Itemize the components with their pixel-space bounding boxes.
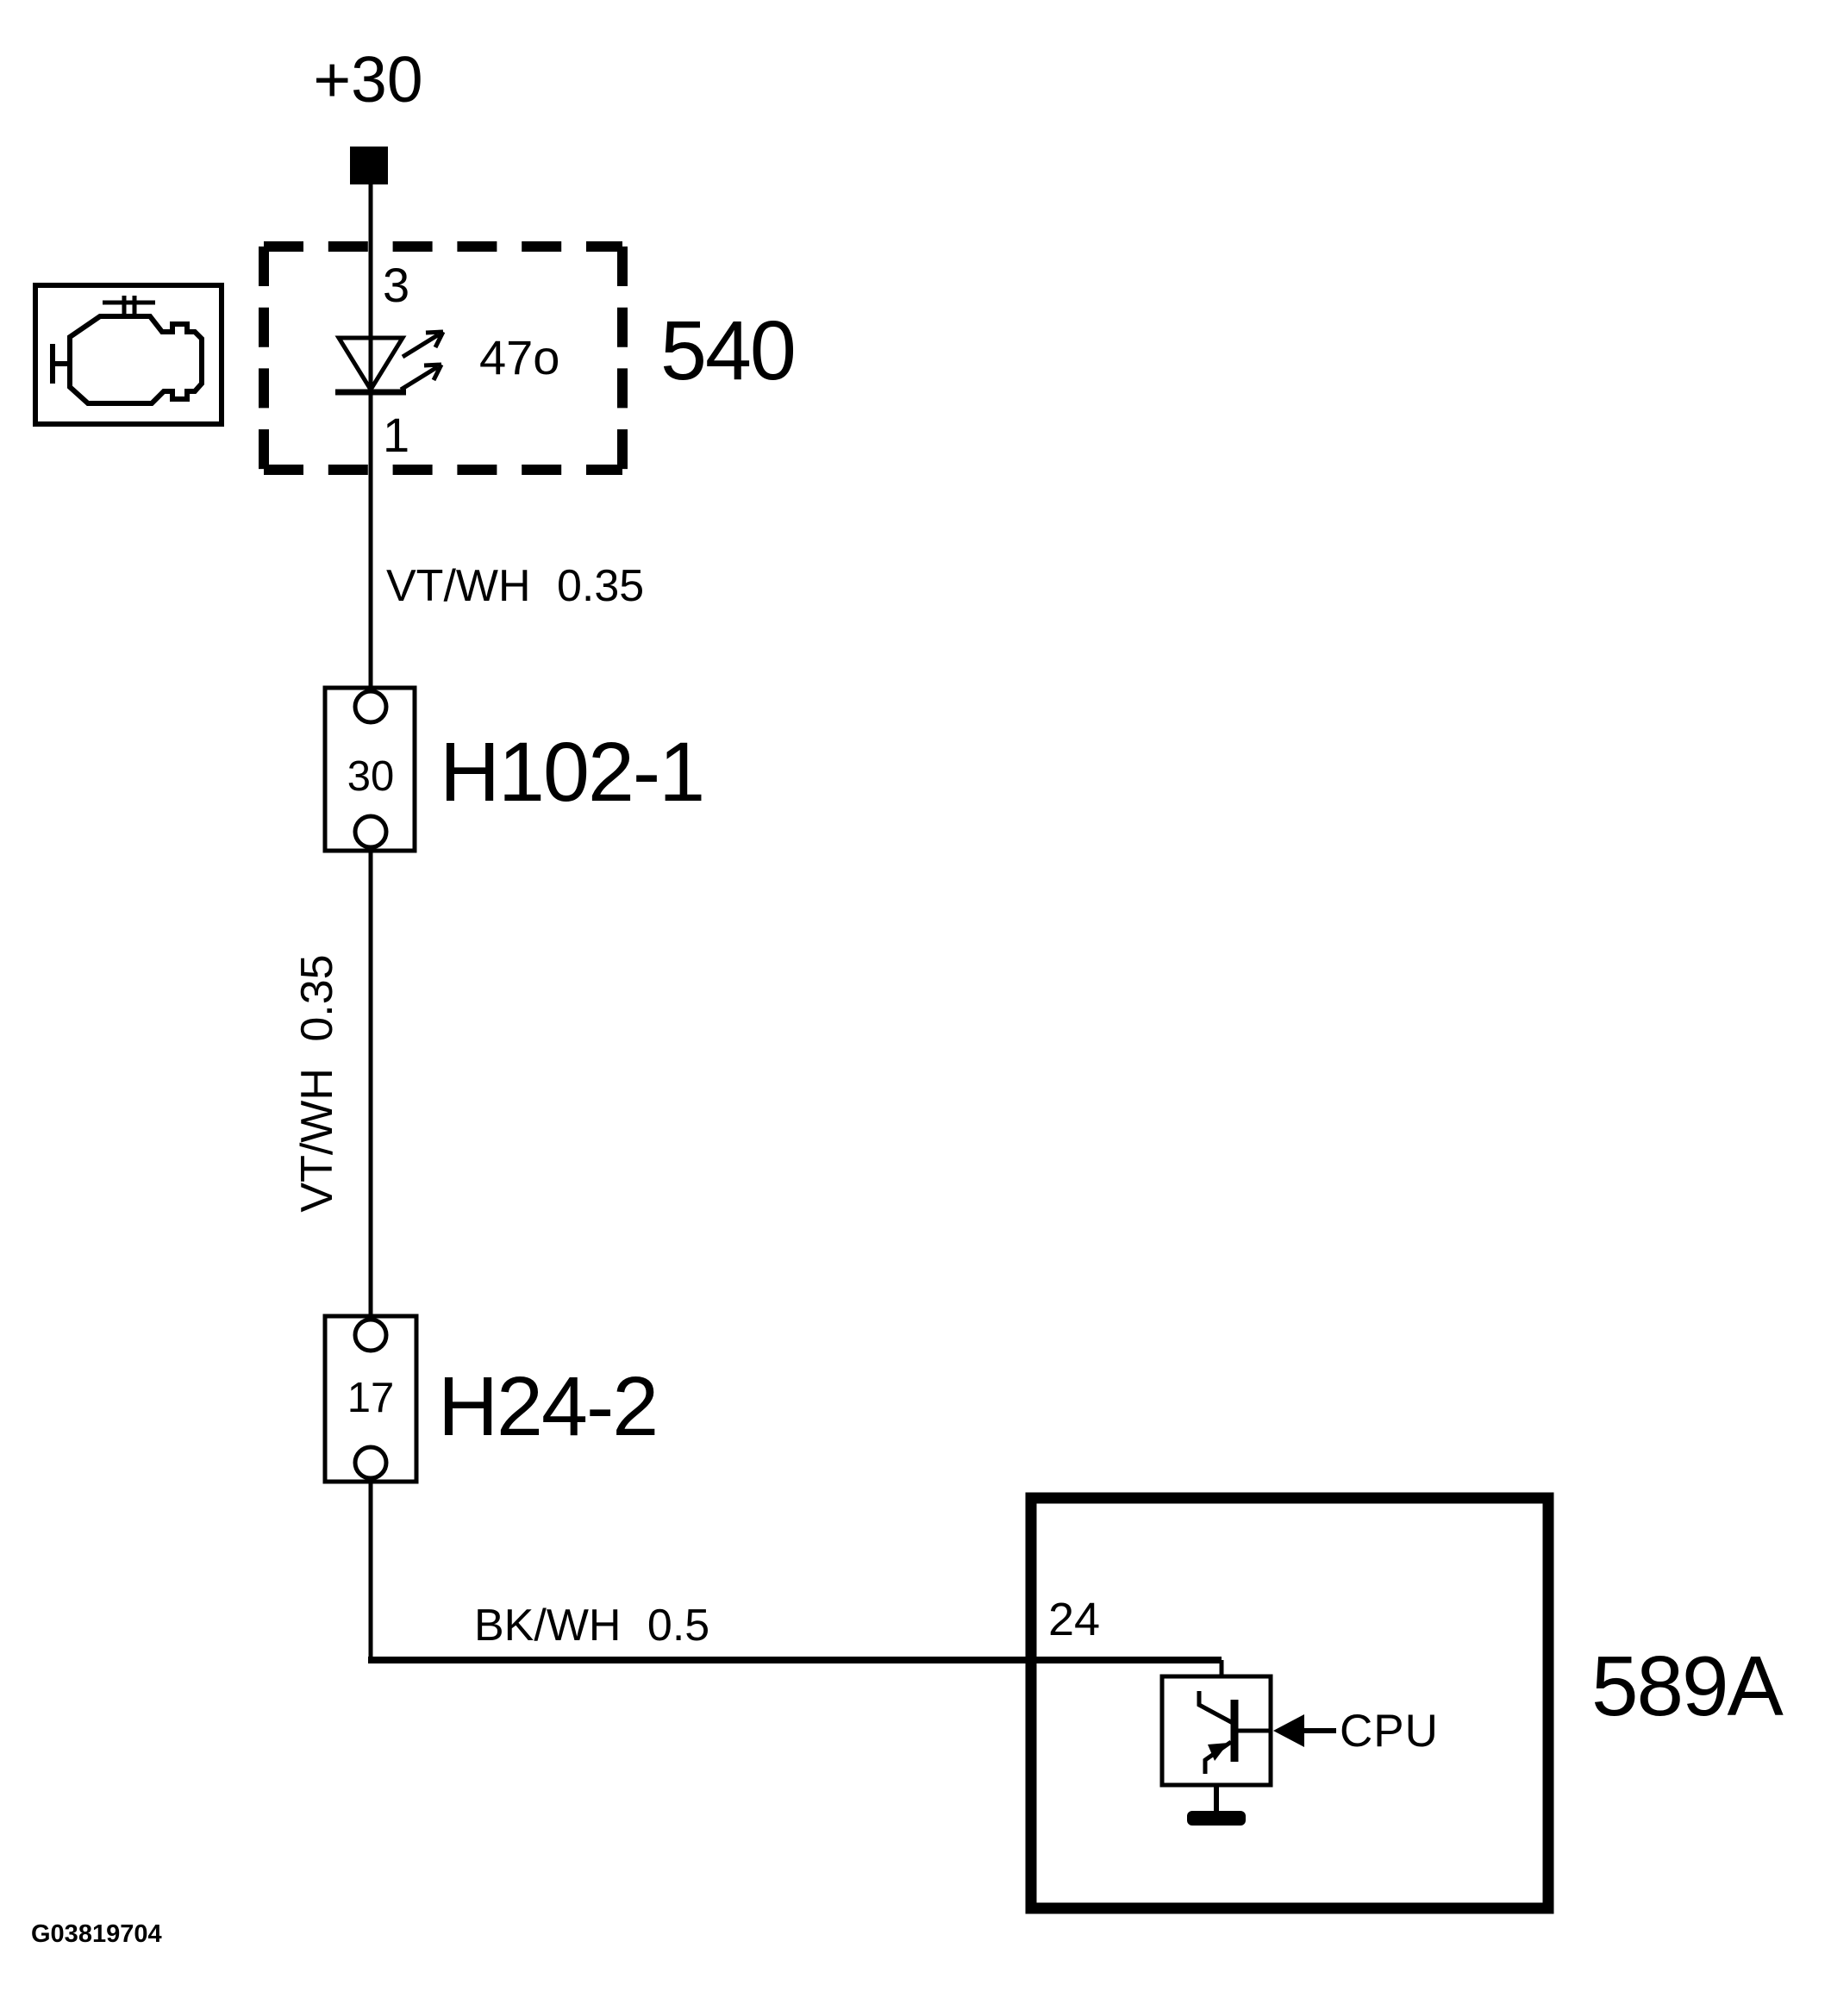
bulb-47o-label: 47o — [479, 330, 560, 384]
control-unit-589a-box — [1025, 1492, 1554, 1914]
connector-h102-1-symbol — [322, 685, 417, 853]
connector-h24-2-symbol — [322, 1314, 419, 1484]
h102-1-label: H102-1 — [440, 725, 705, 819]
pin-3-label: 3 — [383, 258, 410, 312]
component-589a-label: 589A — [1591, 1638, 1784, 1733]
wire-vtwh-label-1: VT/WH 0.35 — [386, 561, 645, 611]
cpu-label: CPU — [1340, 1706, 1439, 1757]
component-540-label: 540 — [660, 303, 797, 397]
pin-17-label: 17 — [347, 1375, 395, 1421]
cpu-arrow-icon — [1273, 1714, 1336, 1747]
ground-icon — [1187, 1785, 1246, 1826]
warning-lamp-box-540 — [259, 241, 628, 475]
wire-path — [368, 177, 1224, 1679]
wire-vtwh-label-2: VT/WH 0.35 — [292, 954, 342, 1213]
battery-terminal-icon — [350, 147, 388, 184]
wire-bkwh-label: BK/WH 0.5 — [474, 1601, 710, 1651]
pin-30-label: 30 — [347, 753, 395, 800]
figure-code: G03819704 — [31, 1920, 162, 1948]
pin-1-label: 1 — [383, 408, 410, 462]
engine-icon — [33, 283, 224, 427]
light-arrows-icon — [399, 329, 446, 392]
pin-24-label: 24 — [1048, 1594, 1101, 1645]
led-icon — [334, 335, 407, 396]
transistor-icon — [1159, 1674, 1273, 1788]
h24-2-label: H24-2 — [438, 1359, 659, 1453]
plus-30-label: +30 — [313, 43, 423, 115]
